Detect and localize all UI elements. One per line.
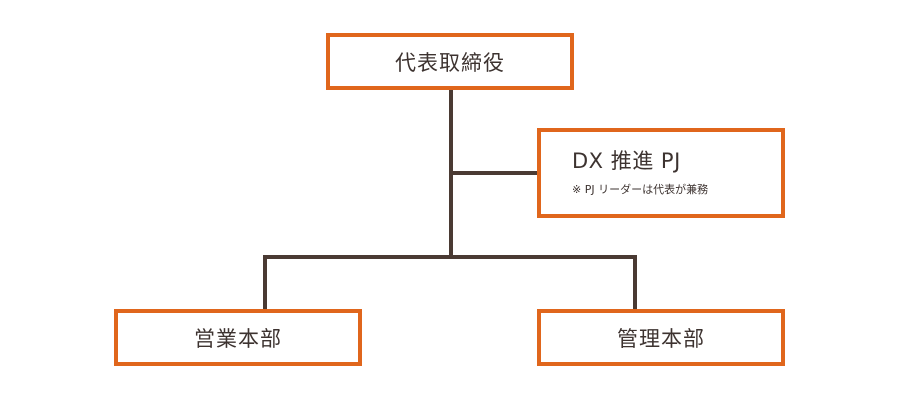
sales-division-label: 営業本部 [194, 326, 282, 351]
dx-project-label: DX 推進 PJ [572, 149, 681, 173]
admin-division-label: 管理本部 [617, 326, 705, 351]
dx-project-note: ※ PJ リーダーは代表が兼務 [572, 183, 709, 196]
ceo-label: 代表取締役 [395, 50, 505, 75]
ceo-node: 代表取締役 [326, 33, 574, 90]
sales-division-node: 営業本部 [114, 309, 362, 366]
dx-project-node: DX 推進 PJ ※ PJ リーダーは代表が兼務 [537, 128, 785, 218]
admin-division-node: 管理本部 [537, 309, 785, 366]
